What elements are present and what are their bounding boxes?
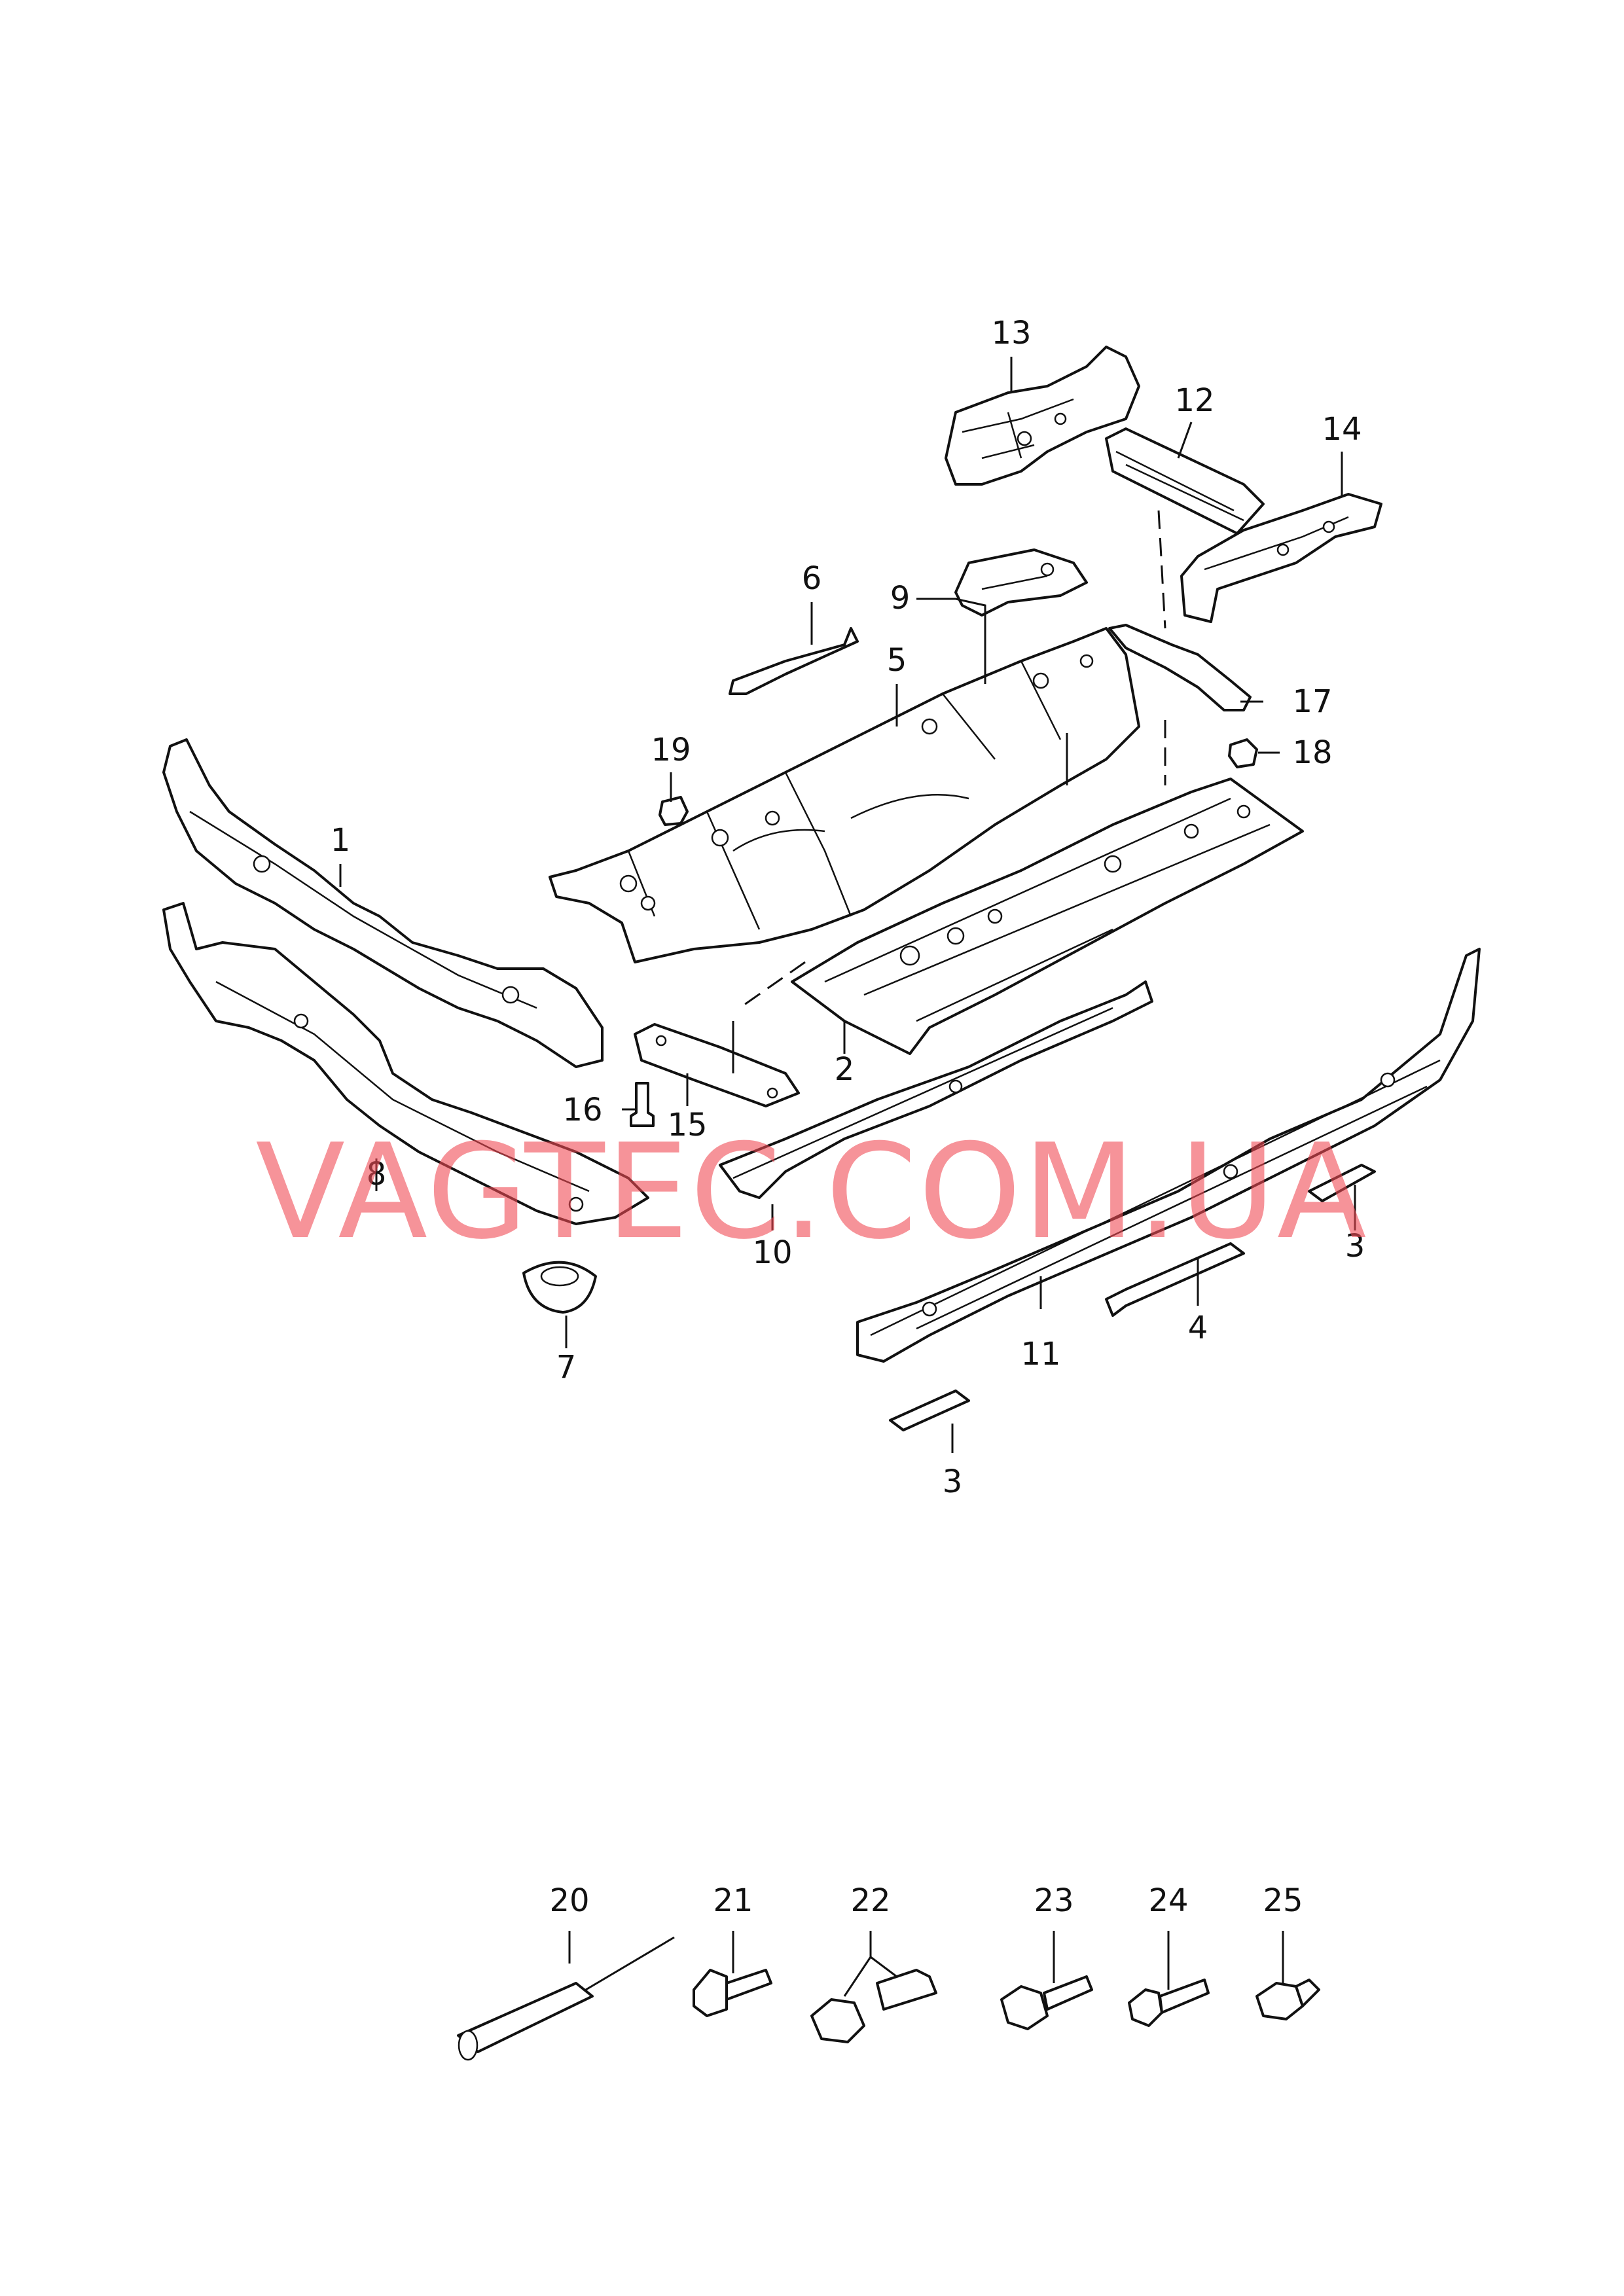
part-16-bolt [630, 1082, 655, 1127]
part-17-strap [1108, 624, 1252, 711]
part-1-crossmember [162, 738, 604, 1068]
callout-23: 23 [1034, 1882, 1074, 1919]
part-10-inner-sill [719, 980, 1153, 1199]
part-19-grommet [659, 796, 689, 826]
watermark: VAGTEC.COM.UA [255, 1116, 1367, 1268]
callout-19: 19 [651, 732, 691, 768]
part-24-screw [1128, 1979, 1210, 2027]
part-7-plug [522, 1261, 597, 1314]
part-18-nut [1228, 738, 1258, 768]
part-25-plug [1255, 1979, 1320, 2020]
callout-3-bottom: 3 [943, 1463, 963, 1500]
callout-6: 6 [802, 560, 822, 597]
part-13-rear-member [945, 346, 1140, 486]
callout-14: 14 [1322, 411, 1362, 448]
callout-22: 22 [850, 1882, 890, 1919]
callout-7: 7 [556, 1349, 577, 1386]
part-3-clip-right [1308, 1164, 1376, 1202]
callout-16: 16 [562, 1092, 602, 1128]
part-4-clip-strip [1105, 1242, 1245, 1317]
callout-25: 25 [1263, 1882, 1303, 1919]
callout-12: 12 [1174, 382, 1214, 419]
assembly-line-2-15 [739, 961, 806, 1009]
callout-18: 18 [1292, 734, 1332, 771]
part-21-screw [693, 1969, 772, 2017]
part-12-cross-member [1105, 427, 1265, 535]
part-8-crossmember [162, 902, 649, 1225]
callout-3-right: 3 [1345, 1228, 1365, 1265]
callout-1: 1 [331, 822, 351, 859]
part-22-stud-and-nut [810, 1969, 937, 2043]
callout-15: 15 [667, 1107, 707, 1143]
part-20-sealant-tube [457, 1936, 675, 2061]
leader-lines [339, 357, 1356, 1997]
callout-5: 5 [887, 642, 907, 679]
part-11-outer-sill [856, 948, 1481, 1363]
callout-2: 2 [835, 1051, 855, 1088]
part-3-clip-bottom [889, 1390, 970, 1431]
part-2-floor-panel [791, 778, 1304, 1055]
callout-labels: 13 12 14 6 9 5 19 1 17 18 2 16 15 8 10 3… [331, 315, 1365, 1919]
callout-20: 20 [549, 1882, 589, 1919]
callout-9: 9 [890, 580, 911, 617]
callout-11: 11 [1020, 1336, 1060, 1372]
callout-10: 10 [752, 1234, 792, 1271]
callout-17: 17 [1292, 683, 1332, 720]
part-15-bracket [634, 1023, 800, 1107]
part-23-rivet [1000, 1975, 1093, 2030]
part-14-bracket [1180, 493, 1382, 623]
callout-8: 8 [367, 1156, 387, 1193]
callout-21: 21 [713, 1882, 753, 1919]
callout-4: 4 [1188, 1310, 1208, 1346]
assembly-line-12-17 [1157, 510, 1166, 629]
part-6-strip [729, 627, 859, 695]
part-9-bracket [954, 548, 1088, 617]
part-5-floor-tunnel [549, 627, 1140, 963]
callout-13: 13 [991, 315, 1031, 351]
callout-24: 24 [1148, 1882, 1188, 1919]
